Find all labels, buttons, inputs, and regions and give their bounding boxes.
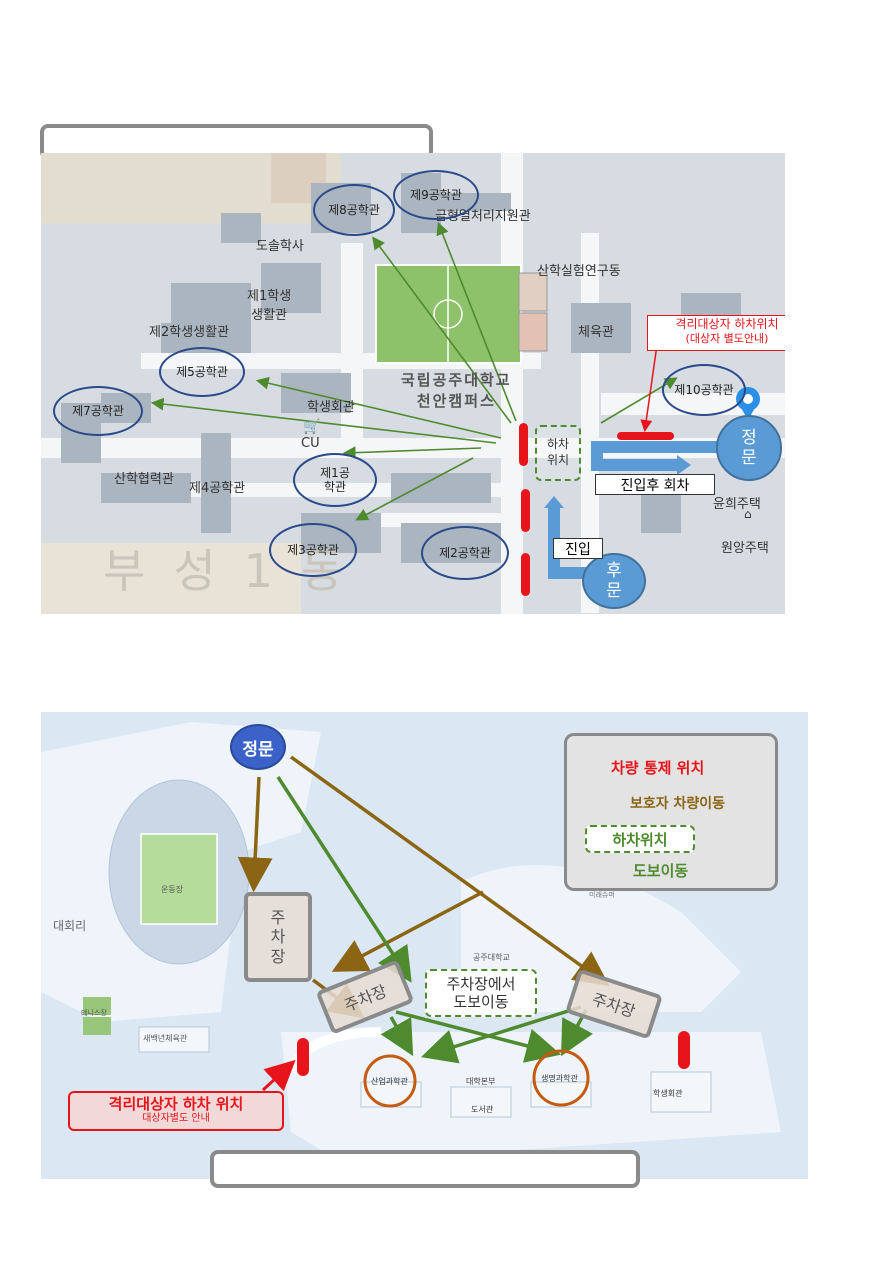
house-icon: ⌂ bbox=[744, 507, 752, 521]
dropoff-box: 하차 위치 bbox=[535, 425, 581, 481]
ellipse-eng9: 제9공학관 bbox=[393, 170, 479, 220]
label-cu: CU bbox=[301, 436, 320, 451]
back-gate: 후 문 bbox=[582, 553, 646, 609]
cart-icon: 🛒 bbox=[303, 419, 321, 435]
label-gym: 체육관 bbox=[578, 325, 614, 340]
label-main-building: 대학본부 bbox=[466, 1077, 496, 1086]
legend-guardian: 보호자 차량이동 bbox=[630, 796, 726, 812]
main-gate-circle: 정문 bbox=[230, 724, 286, 770]
legend-walk: 도보이동 bbox=[633, 862, 689, 880]
ellipse-eng10: 제10공학관 bbox=[662, 364, 746, 416]
enter-uturn-label: 진입후 회차 bbox=[595, 474, 715, 495]
label-dorm1: 제1학생 생활관 bbox=[247, 289, 292, 323]
ellipse-eng7: 제7공학관 bbox=[53, 386, 143, 436]
ellipse-eng3: 제3공학관 bbox=[269, 523, 357, 577]
control-bar-right bbox=[678, 1031, 690, 1069]
label-library: 도서관 bbox=[471, 1105, 494, 1114]
label-industry-lab: 산학실험연구동 bbox=[537, 264, 621, 279]
main-gate: 정 문 bbox=[716, 415, 782, 481]
campus-map-main: 운동장 대회리 테니스장 새백년체육관 공주대학교 산업과학관 대학본부 도서관… bbox=[41, 712, 808, 1179]
map1-base bbox=[41, 153, 785, 614]
caption-box-bottom bbox=[210, 1150, 640, 1188]
label-daehoe: 대회리 bbox=[53, 919, 87, 933]
label-wonyang: 원앙주택 bbox=[721, 541, 769, 556]
ellipse-eng1: 제1공 학관 bbox=[293, 453, 377, 507]
enter-label: 진입 bbox=[553, 538, 603, 559]
control-bar-left bbox=[297, 1038, 309, 1076]
label-life-sci: 생명과학관 bbox=[541, 1074, 578, 1083]
label-industry-coop: 산학협력관 bbox=[114, 472, 174, 487]
label-student-hall: 학생회관 bbox=[307, 400, 355, 415]
control-bar-3 bbox=[521, 553, 530, 596]
quarantine-sub-2: 대상자별도 안내 bbox=[142, 1113, 210, 1124]
parking-left: 주 차 장 bbox=[244, 892, 312, 982]
ellipse-eng8: 제8공학관 bbox=[313, 184, 395, 236]
ellipse-eng2: 제2공학관 bbox=[421, 526, 509, 580]
label-saemaul: 새백년체육관 bbox=[143, 1034, 188, 1043]
legend-dropoff: 하차위치 bbox=[585, 825, 695, 853]
quarantine-title-2: 격리대상자 하차 위치 bbox=[108, 1095, 244, 1113]
label-mihwa: 미래슈퍼 bbox=[589, 891, 615, 899]
label-yunhui: 윤희주택 bbox=[713, 497, 761, 512]
label-tennis: 테니스장 bbox=[81, 1009, 107, 1017]
quarantine-title: 격리대상자 하차위치 bbox=[675, 317, 779, 331]
control-bar-horizontal bbox=[617, 432, 674, 440]
label-eng4: 제4공학관 bbox=[189, 481, 246, 496]
quarantine-label: 격리대상자 하차위치 (대상자 별도안내) bbox=[647, 315, 785, 351]
control-bar-2 bbox=[521, 489, 530, 532]
campus-map-cheonan: 금형열처리지원관 도솔학사 산학실험연구동 제1학생 생활관 제2학생생활관 체… bbox=[41, 153, 785, 614]
control-bar-1 bbox=[519, 423, 528, 466]
quarantine-sub: (대상자 별도안내) bbox=[685, 332, 769, 346]
walk-from-parking-box: 주차장에서 도보이동 bbox=[425, 969, 537, 1017]
ellipse-eng5: 제5공학관 bbox=[159, 347, 245, 397]
label-kongju: 공주대학교 bbox=[473, 953, 510, 962]
label-university: 국립공주대학교 천안캠퍼스 bbox=[401, 371, 512, 410]
label-dorm2: 제2학생생활관 bbox=[149, 325, 230, 340]
quarantine-label-2: 격리대상자 하차 위치 대상자별도 안내 bbox=[68, 1091, 284, 1131]
label-industry-sci: 산업과학관 bbox=[371, 1077, 408, 1086]
label-stadium: 운동장 bbox=[161, 885, 184, 894]
legend-control: 차량 통제 위치 bbox=[611, 759, 705, 777]
label-student-center: 학생회관 bbox=[653, 1089, 683, 1098]
label-dosol: 도솔학사 bbox=[256, 239, 304, 254]
legend-box bbox=[564, 733, 778, 891]
